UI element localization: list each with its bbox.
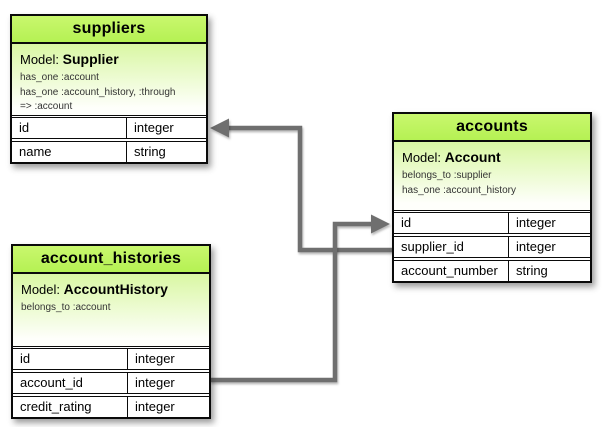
column-name-cell: account_number xyxy=(394,261,509,281)
table-suppliers-columns: id integer name string xyxy=(12,117,206,162)
model-prefix: Model: xyxy=(21,282,61,297)
column-name-cell: id xyxy=(13,349,128,369)
column-name-cell: supplier_id xyxy=(394,237,509,257)
connector-histories-to-accounts xyxy=(210,221,372,383)
table-row: account_number string xyxy=(394,260,590,281)
table-row: id integer xyxy=(12,117,206,139)
model-name: AccountHistory xyxy=(63,281,168,297)
connector-accounts-to-suppliers xyxy=(226,125,393,253)
table-suppliers: suppliers Model: Supplier has_one :accou… xyxy=(10,14,208,164)
table-accounts: accounts Model: Account belongs_to :supp… xyxy=(392,112,592,283)
table-accounts-title: accounts xyxy=(394,114,590,142)
table-accounts-model-section: Model: Account belongs_to :supplier has_… xyxy=(394,142,590,211)
table-row: account_id integer xyxy=(13,372,209,394)
table-account-histories-title: account_histories xyxy=(13,246,209,274)
table-suppliers-model-section: Model: Supplier has_one :account has_one… xyxy=(12,44,206,116)
column-name-cell: account_id xyxy=(13,373,128,393)
model-name: Supplier xyxy=(62,51,119,67)
column-name-cell: name xyxy=(12,142,127,162)
model-prefix: Model: xyxy=(402,150,442,165)
association-line: => :account xyxy=(20,101,73,112)
association-line: has_one :account_history xyxy=(402,184,516,196)
column-type-cell: integer xyxy=(135,375,175,390)
table-row: id integer xyxy=(13,348,209,370)
column-type-cell: string xyxy=(134,144,166,159)
column-type-cell: integer xyxy=(516,215,556,230)
model-prefix: Model: xyxy=(20,52,60,67)
table-accounts-columns: id integer supplier_id integer account_n… xyxy=(394,212,590,281)
arrowhead-into-accounts-id xyxy=(371,214,390,234)
column-name-cell: id xyxy=(12,118,127,138)
model-name: Account xyxy=(444,149,501,165)
association-line: has_one :account xyxy=(20,72,99,83)
column-type-cell: integer xyxy=(516,239,556,254)
column-type-cell: integer xyxy=(135,351,175,366)
table-row: credit_rating integer xyxy=(13,396,209,417)
table-account-histories-columns: id integer account_id integer credit_rat… xyxy=(13,348,209,417)
table-row: id integer xyxy=(394,212,590,234)
arrowhead-into-suppliers-id xyxy=(210,118,229,138)
column-name-cell: credit_rating xyxy=(13,397,128,417)
table-row: supplier_id integer xyxy=(394,236,590,258)
table-account-histories: account_histories Model: AccountHistory … xyxy=(11,244,211,419)
table-suppliers-title: suppliers xyxy=(12,16,206,44)
association-line: belongs_to :account xyxy=(21,302,111,313)
association-line: has_one :account_history, :through xyxy=(20,86,176,98)
column-type-cell: integer xyxy=(134,120,174,135)
association-line: belongs_to :supplier xyxy=(402,170,492,181)
table-row: name string xyxy=(12,141,206,162)
model-label: Model: AccountHistory xyxy=(21,281,201,297)
column-type-cell: string xyxy=(516,263,548,278)
column-name-cell: id xyxy=(394,213,509,233)
model-label: Model: Supplier xyxy=(20,51,198,67)
model-label: Model: Account xyxy=(402,149,582,165)
table-account-histories-model-section: Model: AccountHistory belongs_to :accoun… xyxy=(13,274,209,347)
column-type-cell: integer xyxy=(135,399,175,414)
